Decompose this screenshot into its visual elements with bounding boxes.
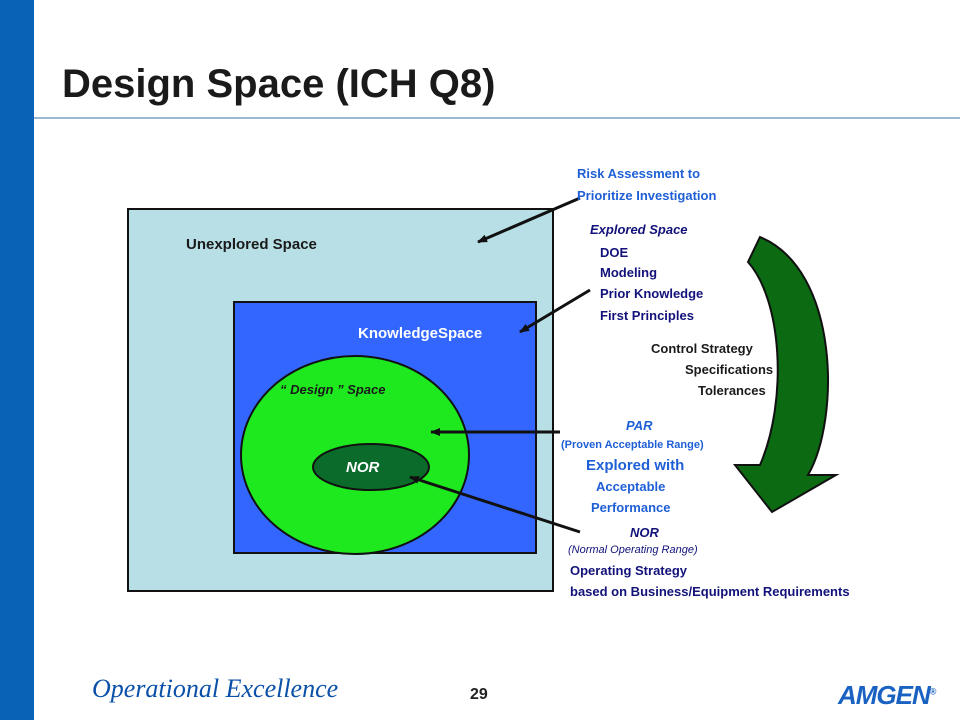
- explored-item-first-principles: First Principles: [600, 308, 694, 323]
- logo-text: AMGEN: [838, 680, 931, 710]
- nor-pointer: [409, 475, 581, 534]
- explored-space-title: Explored Space: [590, 222, 688, 237]
- risk-assessment-line2: Prioritize Investigation: [577, 188, 717, 203]
- nor-full-name: (Normal Operating Range): [568, 544, 698, 556]
- par-title: PAR: [626, 418, 653, 433]
- nor-title: NOR: [630, 525, 659, 540]
- explored-item-doe: DOE: [600, 245, 629, 260]
- risk-assessment-pointer: [477, 196, 581, 244]
- nor-line2: based on Business/Equipment Requirements: [570, 584, 850, 599]
- curved-flow-arrow: [732, 235, 840, 514]
- registered-mark: ®: [929, 686, 937, 697]
- unexplored-space-label: Unexplored Space: [186, 236, 317, 253]
- page-number: 29: [470, 686, 488, 703]
- par-line3: Performance: [591, 500, 671, 515]
- page-title: Design Space (ICH Q8): [62, 62, 496, 106]
- par-line1: Explored with: [586, 457, 685, 474]
- footer-text: Operational Excellence: [92, 674, 339, 703]
- par-full-name: (Proven Acceptable Range): [561, 439, 704, 451]
- risk-assessment-line1: Risk Assessment to: [577, 166, 701, 181]
- nor-line1: Operating Strategy: [570, 563, 688, 578]
- explored-space-pointer: [519, 288, 591, 334]
- title-divider: [34, 117, 960, 119]
- par-line2: Acceptable: [596, 479, 666, 494]
- explored-item-modeling: Modeling: [600, 265, 658, 280]
- explored-item-prior-knowledge: Prior Knowledge: [600, 286, 704, 301]
- control-item-tolerances: Tolerances: [698, 383, 766, 398]
- control-strategy-title: Control Strategy: [651, 341, 753, 356]
- sidebar-accent-bar: [0, 0, 34, 720]
- nor-ellipse: [312, 443, 430, 491]
- control-item-specifications: Specifications: [685, 362, 774, 377]
- amgen-logo: AMGEN®: [838, 680, 936, 711]
- design-space-label: “ Design ” Space: [280, 382, 386, 397]
- nor-ellipse-label: NOR: [346, 459, 380, 476]
- knowledge-space-label: KnowledgeSpace: [358, 325, 483, 342]
